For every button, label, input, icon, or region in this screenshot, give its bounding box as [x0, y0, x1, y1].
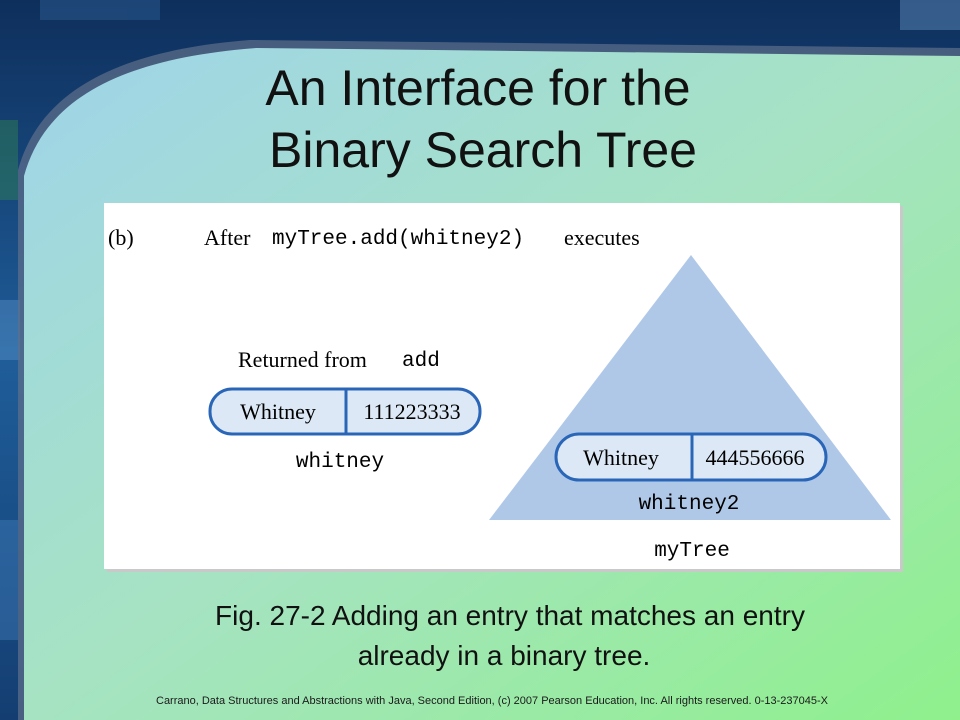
- left-record-variable: whitney: [296, 451, 384, 474]
- heading-suffix: executes: [564, 225, 640, 250]
- tree-record: Whitney 444556666: [554, 432, 828, 482]
- tree-record-name: Whitney: [583, 445, 659, 470]
- heading-code: myTree.add(whitney2): [272, 228, 524, 251]
- returned-code: add: [402, 350, 440, 373]
- left-record-name: Whitney: [240, 399, 316, 424]
- tree-record-id: 444556666: [706, 445, 805, 470]
- left-record-id: 111223333: [363, 399, 460, 424]
- figure-caption-line1: Fig. 27-2 Adding an entry that matches a…: [215, 600, 805, 631]
- left-record: Whitney 111223333: [208, 387, 482, 436]
- returned-prefix: Returned from: [238, 347, 367, 372]
- heading-prefix: After: [204, 225, 251, 250]
- bst-diagram: (b) After myTree.add(whitney2) executes …: [108, 225, 891, 563]
- figure-panel: (b) After myTree.add(whitney2) executes …: [104, 203, 900, 569]
- panel-label: (b): [108, 225, 134, 250]
- slide-title-line2: Binary Search Tree: [269, 122, 697, 178]
- slide-footer: Carrano, Data Structures and Abstraction…: [156, 695, 828, 707]
- tree-label: myTree: [654, 540, 730, 563]
- figure-caption-line2: already in a binary tree.: [357, 640, 651, 671]
- tree-record-variable: whitney2: [639, 493, 740, 516]
- slide-title-line1: An Interface for the: [265, 60, 691, 116]
